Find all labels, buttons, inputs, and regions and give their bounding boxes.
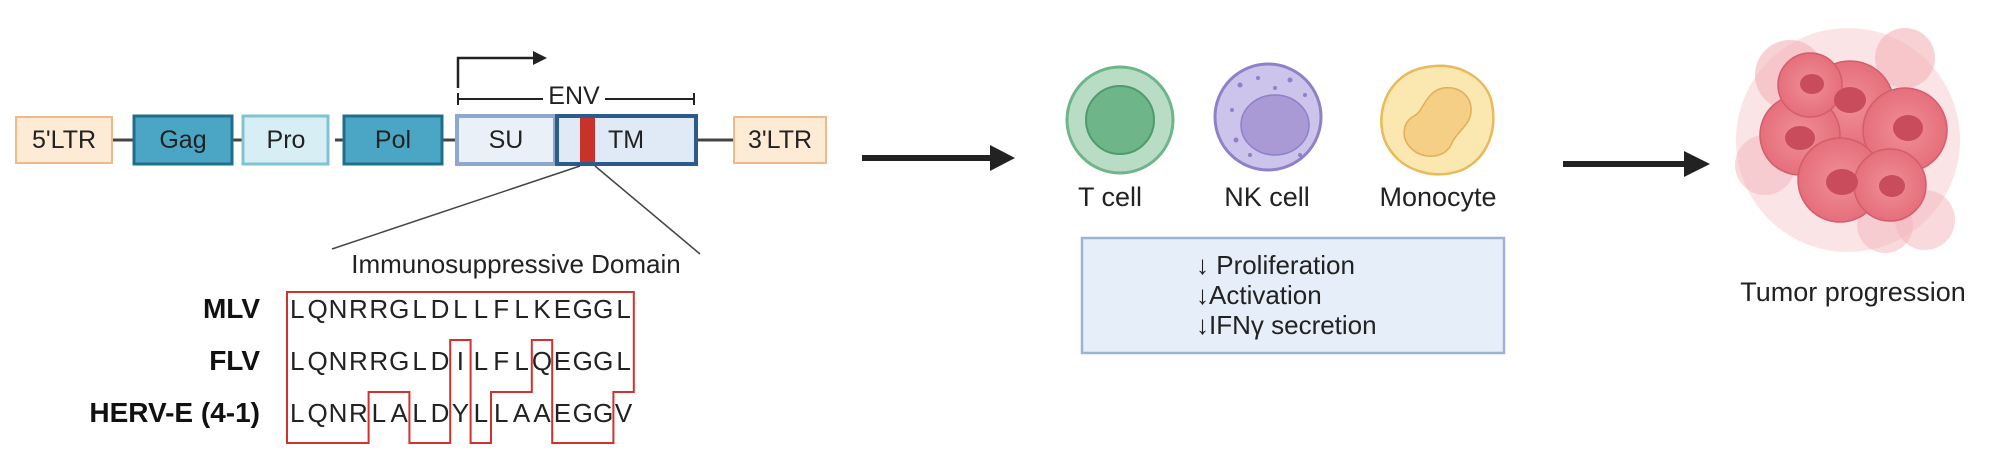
zoom-line-left — [331, 165, 581, 250]
env-label-bg — [543, 84, 605, 110]
tm-label: TM — [608, 126, 644, 154]
pol-segment — [342, 114, 444, 166]
alignment-residue: F — [493, 346, 509, 376]
alignment-residue: G — [593, 346, 613, 376]
genome-map: 5'LTR Gag Pro Pol SU TM 3'LTR ENV Immu — [15, 51, 827, 279]
promoter-arrowhead-icon — [533, 51, 547, 65]
alignment-residue: G — [389, 294, 409, 324]
flow-arrowhead-2-icon — [1684, 151, 1710, 177]
alignment-residue: R — [349, 294, 368, 324]
alignment-residue: L — [412, 294, 426, 324]
alignment-residue: L — [616, 346, 630, 376]
alignment-residue: L — [474, 346, 488, 376]
su-label: SU — [489, 126, 524, 154]
outcome-label: Tumor progression — [1740, 277, 1966, 307]
alignment-residue: D — [431, 398, 450, 428]
promoter-arrow-icon — [456, 56, 535, 88]
cell-label: T cell — [1078, 182, 1142, 212]
cell-label: NK cell — [1224, 182, 1310, 212]
alignment-residue: N — [329, 398, 348, 428]
alignment-row-name: MLV — [203, 293, 260, 324]
alignment-residue: A — [391, 398, 409, 428]
alignment-residue: L — [616, 294, 630, 324]
alignment-residue: L — [474, 294, 488, 324]
alignment-row-name: HERV-E (4-1) — [89, 397, 260, 428]
alignment-residue: L — [453, 294, 467, 324]
effects-box-frame — [1080, 236, 1506, 355]
pro-label: Pro — [267, 126, 306, 154]
gag-label: Gag — [159, 126, 206, 154]
zoom-line-right — [594, 165, 701, 255]
alignment-residue: G — [573, 294, 593, 324]
cell-label: Monocyte — [1379, 182, 1496, 212]
alignment-residue: G — [573, 398, 593, 428]
pol-label: Pol — [375, 126, 411, 154]
effect-line: ↓Activation — [1196, 280, 1322, 310]
alignment-residue: G — [573, 346, 593, 376]
ltr3-segment — [733, 116, 827, 164]
alignment-residue: L — [412, 346, 426, 376]
flow-arrowhead-1-icon — [990, 145, 1015, 171]
alignment-residue: I — [457, 346, 464, 376]
alignment-residue: K — [533, 294, 551, 324]
effects-box: ↓ Proliferation ↓Activation ↓IFNγ secret… — [1080, 236, 1506, 355]
alignment-residue: Q — [307, 346, 327, 376]
alignment-residue: G — [593, 398, 613, 428]
alignment-residue: G — [389, 346, 409, 376]
alignment-residue: A — [513, 398, 531, 428]
alignment-residue: V — [615, 398, 633, 428]
alignment-residue: G — [593, 294, 613, 324]
alignment-residue: E — [554, 398, 571, 428]
alignment-residue: E — [554, 346, 571, 376]
alignment-residue: R — [369, 346, 388, 376]
effect-line: ↓IFNγ secretion — [1196, 310, 1377, 340]
effect-line: ↓ Proliferation — [1196, 250, 1355, 280]
alignment-residue: F — [493, 294, 509, 324]
alignment-residue: L — [514, 294, 528, 324]
ltr5-label: 5'LTR — [32, 126, 96, 154]
alignment-row-name: FLV — [209, 345, 260, 376]
alignment-residue: A — [533, 398, 551, 428]
tumor-icon — [1735, 28, 1960, 253]
env-label: ENV — [548, 82, 600, 110]
alignment-residue: Q — [307, 294, 327, 324]
alignment-residue: L — [290, 294, 304, 324]
t-cell-icon — [1065, 65, 1175, 175]
monocyte-icon — [1380, 64, 1495, 176]
alignment-residue: L — [412, 398, 426, 428]
alignment-residue: D — [431, 294, 450, 324]
pro-segment — [241, 114, 330, 166]
immunosuppressive-domain-marker — [580, 118, 595, 162]
alignment-residue: R — [349, 346, 368, 376]
su-segment — [455, 114, 557, 166]
alignment-residue: L — [514, 346, 528, 376]
alignment-residue: L — [290, 346, 304, 376]
alignment-residue: D — [431, 346, 450, 376]
alignment-residue: Q — [307, 398, 327, 428]
alignment-residue: L — [494, 398, 508, 428]
alignment-residue: N — [329, 294, 348, 324]
gag-segment — [132, 114, 234, 166]
conserved-region-outline — [286, 291, 635, 444]
nk-cell-icon — [1213, 62, 1323, 172]
alignment-residue: R — [349, 398, 368, 428]
alignment-residue: Q — [532, 346, 552, 376]
alignment-residue: R — [369, 294, 388, 324]
immune-cells: T cell NK cell Monocyte — [1065, 62, 1497, 212]
alignment-residue: Y — [452, 398, 469, 428]
alignment-residue: L — [290, 398, 304, 428]
immunosuppressive-domain-label: Immunosuppressive Domain — [351, 249, 680, 279]
ltr3-label: 3'LTR — [748, 126, 812, 154]
alignment-residue: E — [554, 294, 571, 324]
alignment-residue: N — [329, 346, 348, 376]
ltr5-segment — [15, 116, 113, 164]
alignment-residue: L — [372, 398, 386, 428]
alignment-residue: L — [474, 398, 488, 428]
